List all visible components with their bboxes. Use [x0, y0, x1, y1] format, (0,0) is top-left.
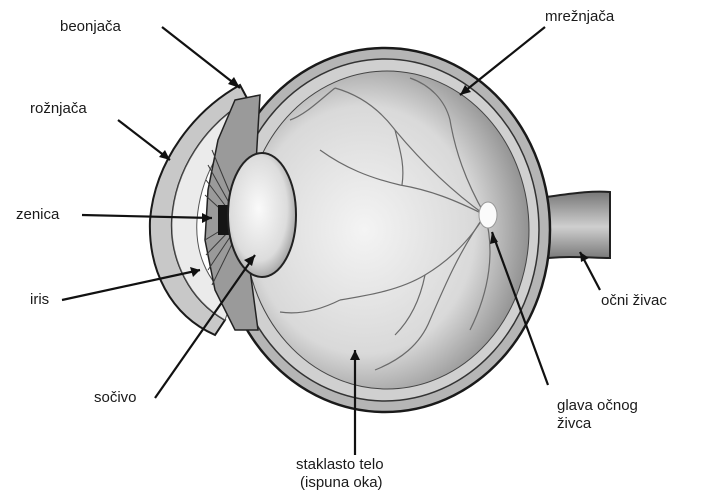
lens [228, 153, 296, 277]
label-iris: iris [30, 291, 49, 309]
label-beonjaca: beonjača [60, 18, 121, 36]
label-staklasto-line2: (ispuna oka) [300, 474, 383, 492]
pointer-mreznjaca [460, 27, 545, 95]
label-staklasto-line1: staklasto telo [296, 456, 384, 474]
label-zenica: zenica [16, 206, 59, 224]
label-ocni-zivac: očni živac [601, 292, 667, 310]
label-glava-line2: živca [557, 415, 591, 433]
label-socivo: sočivo [94, 389, 137, 407]
pointer-beonjaca [162, 27, 240, 88]
label-mreznjaca: mrežnjača [545, 8, 614, 26]
label-glava-line1: glava očnog [557, 397, 638, 415]
label-roznjaca: rožnjača [30, 100, 87, 118]
optic-disc [479, 202, 497, 228]
